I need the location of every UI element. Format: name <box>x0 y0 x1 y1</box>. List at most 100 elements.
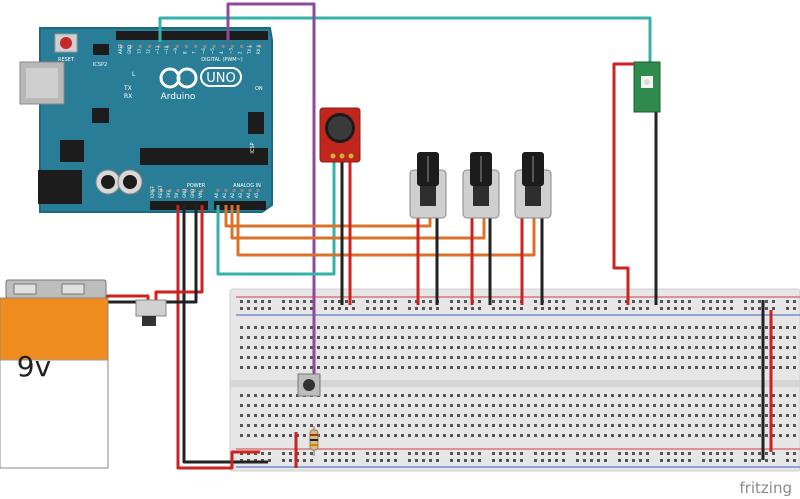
breadboard-hole <box>513 366 516 369</box>
breadboard-hole <box>590 404 593 407</box>
breadboard-hole <box>590 459 593 462</box>
breadboard-hole <box>597 366 600 369</box>
breadboard-hole <box>254 434 257 437</box>
breadboard-hole <box>352 434 355 437</box>
breadboard-hole <box>646 307 649 310</box>
breadboard-hole <box>394 434 397 437</box>
breadboard-hole <box>674 404 677 407</box>
breadboard-hole <box>660 356 663 359</box>
breadboard-hole <box>597 336 600 339</box>
pin-label: ~5 <box>210 48 215 54</box>
breadboard-hole <box>450 394 453 397</box>
breadboard-hole <box>590 366 593 369</box>
breadboard-hole <box>464 346 467 349</box>
breadboard-hole <box>303 459 306 462</box>
breadboard-hole <box>534 326 537 329</box>
breadboard-hole <box>744 394 747 397</box>
breadboard-hole <box>401 404 404 407</box>
breadboard-hole <box>751 459 754 462</box>
breadboard-hole <box>681 326 684 329</box>
breadboard-hole <box>380 424 383 427</box>
pin-label: GND <box>182 189 187 198</box>
breadboard-hole <box>310 326 313 329</box>
breadboard-hole <box>338 307 341 310</box>
header-pin <box>184 45 188 48</box>
breadboard-hole <box>464 394 467 397</box>
breadboard-hole <box>597 434 600 437</box>
breadboard-hole <box>366 336 369 339</box>
breadboard-hole <box>702 404 705 407</box>
breadboard-hole <box>429 366 432 369</box>
breadboard-hole <box>751 414 754 417</box>
header-pin <box>232 189 236 192</box>
breadboard-hole <box>527 394 530 397</box>
breadboard-hole <box>541 414 544 417</box>
breadboard-hole <box>401 336 404 339</box>
breadboard-hole <box>646 336 649 339</box>
breadboard-hole <box>464 404 467 407</box>
breadboard-hole <box>597 414 600 417</box>
breadboard-hole <box>408 404 411 407</box>
breadboard-hole <box>338 336 341 339</box>
breadboard-hole <box>387 434 390 437</box>
breadboard-hole <box>695 414 698 417</box>
breadboard-hole <box>590 336 593 339</box>
breadboard-hole <box>331 366 334 369</box>
breadboard-hole <box>240 346 243 349</box>
breadboard-hole <box>443 346 446 349</box>
pin-label: TX 1 <box>247 45 252 55</box>
breadboard-hole <box>618 424 621 427</box>
pin-label: GND <box>127 45 132 54</box>
breadboard-hole <box>716 414 719 417</box>
breadboard-hole <box>436 404 439 407</box>
breadboard-hole <box>303 307 306 310</box>
breadboard-hole <box>562 366 565 369</box>
breadboard-hole <box>709 414 712 417</box>
breadboard-hole <box>499 366 502 369</box>
breadboard-hole <box>611 346 614 349</box>
breadboard-hole <box>555 394 558 397</box>
header-pin <box>184 189 188 192</box>
breadboard-hole <box>653 326 656 329</box>
model-label: UNO <box>206 71 235 86</box>
breadboard-hole <box>618 307 621 310</box>
breadboard-hole <box>296 326 299 329</box>
breadboard-hole <box>380 326 383 329</box>
breadboard-hole <box>394 366 397 369</box>
potentiometer <box>409 152 447 219</box>
breadboard-hole <box>576 394 579 397</box>
breadboard-hole <box>751 424 754 427</box>
breadboard-hole <box>569 404 572 407</box>
breadboard-hole <box>548 394 551 397</box>
brand-label: Arduino <box>161 92 196 102</box>
breadboard-hole <box>765 366 768 369</box>
breadboard-hole <box>478 452 481 455</box>
breadboard-hole <box>625 434 628 437</box>
breadboard-hole <box>268 336 271 339</box>
breadboard-hole <box>506 366 509 369</box>
breadboard-hole <box>408 434 411 437</box>
breadboard-hole <box>247 366 250 369</box>
breadboard-hole <box>303 336 306 339</box>
breadboard-hole <box>478 300 481 303</box>
breadboard-hole <box>695 424 698 427</box>
breadboard-hole <box>646 356 649 359</box>
breadboard-hole <box>772 307 775 310</box>
resistor <box>309 426 319 456</box>
breadboard-hole <box>324 452 327 455</box>
breadboard-hole <box>646 326 649 329</box>
breadboard-hole <box>352 424 355 427</box>
breadboard-hole <box>709 394 712 397</box>
breadboard-hole <box>744 307 747 310</box>
breadboard-hole <box>387 346 390 349</box>
breadboard-hole <box>408 346 411 349</box>
breadboard-hole <box>366 394 369 397</box>
breadboard-hole <box>359 394 362 397</box>
breadboard-hole <box>765 434 768 437</box>
breadboard-hole <box>352 459 355 462</box>
breadboard-hole <box>681 434 684 437</box>
breadboard-hole <box>681 424 684 427</box>
breadboard-hole <box>506 459 509 462</box>
breadboard-hole <box>275 394 278 397</box>
breadboard-hole <box>716 300 719 303</box>
